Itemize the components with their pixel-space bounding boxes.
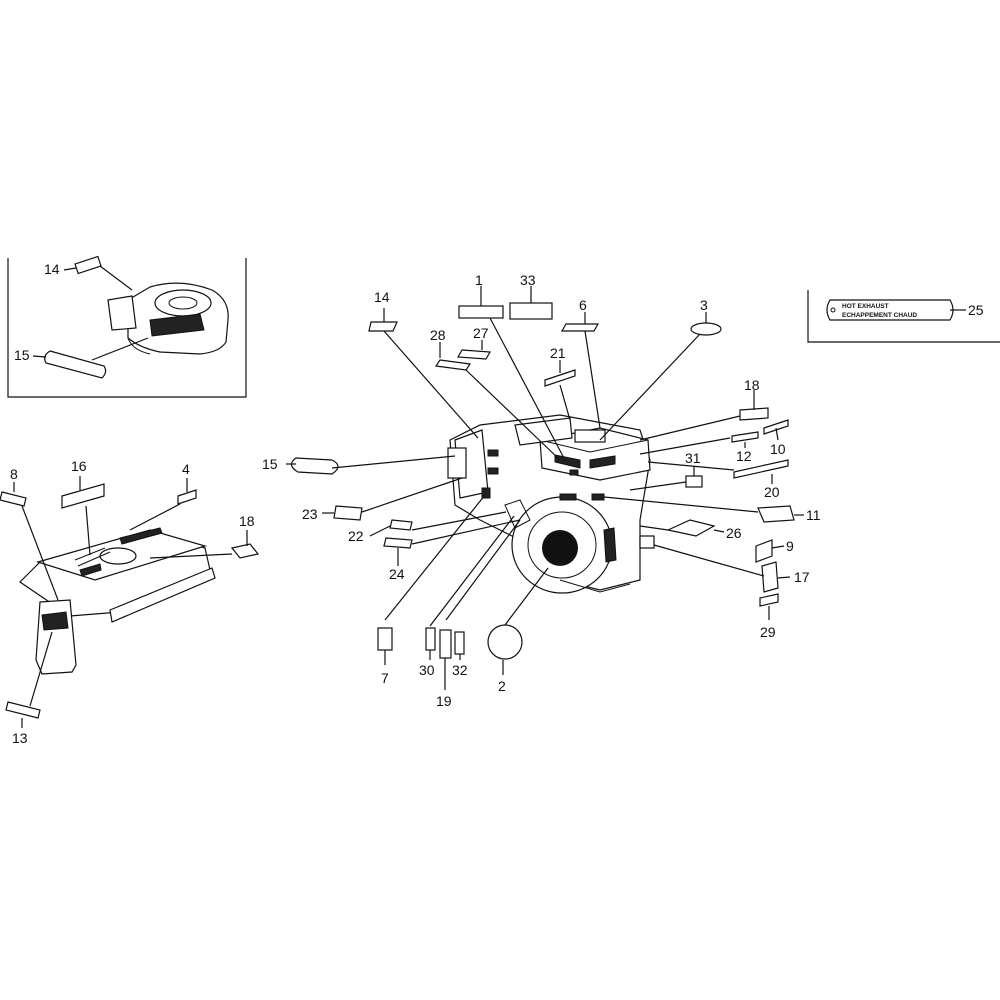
decal-27 (457, 349, 491, 360)
decal-11 (757, 505, 795, 523)
decal-16 (61, 483, 105, 509)
callout-26: 26 (726, 525, 742, 541)
callout-8: 8 (10, 466, 18, 482)
decal-22 (389, 519, 413, 531)
callout-10: 10 (770, 441, 786, 457)
decal-18 (739, 407, 769, 421)
decal-6 (560, 323, 600, 332)
callout-31: 31 (685, 450, 701, 466)
callout-14: 14 (374, 289, 390, 305)
fuel-tank-drawing (19, 527, 216, 675)
decal-4 (177, 489, 197, 505)
callout-4: 4 (182, 461, 190, 477)
decal-20 (733, 459, 789, 479)
decal-14 (368, 321, 398, 332)
callout-22: 22 (348, 528, 364, 544)
callout-3: 3 (700, 297, 708, 313)
air-cleaner-drawing (107, 282, 229, 355)
hot-exhaust-text: HOT EXHAUST (842, 303, 889, 310)
callout-18-tank: 18 (239, 513, 255, 529)
callout-21: 21 (550, 345, 566, 361)
callout-25: 25 (968, 302, 984, 318)
callout-23: 23 (302, 506, 318, 522)
callout-28: 28 (430, 327, 446, 343)
callout-24: 24 (389, 566, 405, 582)
callout-9: 9 (786, 538, 794, 554)
decal-31 (685, 475, 703, 488)
decal-28 (434, 359, 472, 371)
callout-27: 27 (473, 325, 489, 341)
callout-labels: 1 33 6 3 14 28 27 21 18 10 12 20 31 11 2… (10, 261, 984, 746)
decal-29 (759, 593, 779, 607)
inset-air-cleaner (7, 255, 247, 398)
callout-15-inset: 15 (14, 347, 30, 363)
decal-13 (5, 701, 41, 719)
callout-7: 7 (381, 670, 389, 686)
callout-12: 12 (736, 448, 752, 464)
decal-19 (439, 629, 452, 659)
decal-24 (383, 537, 413, 549)
decal-21 (544, 369, 576, 387)
callout-15: 15 (262, 456, 278, 472)
decal-8 (0, 491, 27, 507)
decal-33 (509, 302, 553, 320)
inset-exhaust-label: HOT EXHAUST ECHAPPEMENT CHAUD (807, 290, 1000, 343)
callout-33: 33 (520, 272, 536, 288)
decal-12 (731, 431, 759, 443)
decal-26 (666, 519, 716, 537)
decals (0, 302, 795, 719)
decal-2 (487, 624, 523, 660)
decal-15-inset (44, 350, 107, 379)
decal-32 (454, 631, 465, 655)
decal-9 (755, 539, 773, 563)
hot-exhaust-decal: HOT EXHAUST ECHAPPEMENT CHAUD (826, 299, 954, 321)
decal-1 (458, 305, 504, 319)
callout-14-inset: 14 (44, 261, 60, 277)
decal-18-tank (230, 543, 260, 559)
decal-3 (690, 322, 722, 336)
decal-7 (377, 627, 393, 651)
decal-14-inset (74, 255, 102, 275)
callout-11: 11 (806, 507, 821, 523)
decal-23 (333, 505, 363, 521)
callout-17: 17 (794, 569, 810, 585)
callout-16: 16 (71, 458, 87, 474)
callout-19: 19 (436, 693, 452, 709)
callout-1: 1 (475, 272, 483, 288)
decal-10 (763, 419, 789, 435)
callout-13: 13 (12, 730, 28, 746)
callout-30: 30 (419, 662, 435, 678)
callout-29: 29 (760, 624, 776, 640)
leader-lines (13, 286, 804, 728)
engine-drawing (447, 414, 655, 594)
callout-6: 6 (579, 297, 587, 313)
callout-18: 18 (744, 377, 760, 393)
hot-exhaust-text-fr: ECHAPPEMENT CHAUD (842, 312, 917, 319)
callout-20: 20 (764, 484, 780, 500)
decal-15 (290, 457, 339, 475)
callout-32: 32 (452, 662, 468, 678)
decal-30 (425, 627, 436, 651)
callout-2: 2 (498, 678, 506, 694)
decal-17 (761, 561, 779, 593)
